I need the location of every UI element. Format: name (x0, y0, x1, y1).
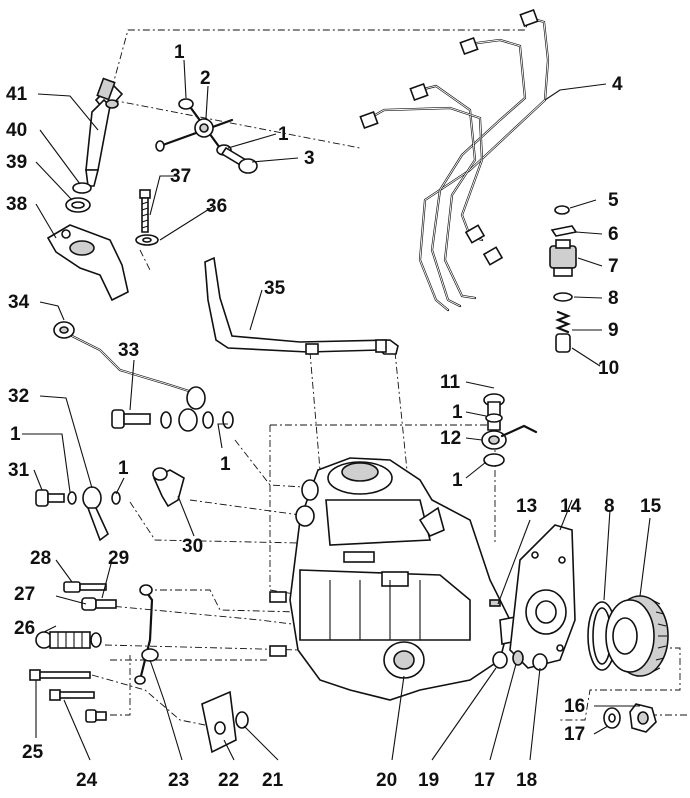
key-13 (489, 599, 501, 607)
callout-numbers: 1 2 1 3 4 41 40 39 38 37 36 35 34 33 32 … (6, 42, 662, 791)
callout-38: 38 (6, 194, 27, 215)
leak-off-fitting-2 (155, 102, 234, 152)
screw-26 (35, 631, 102, 649)
nut-18 (532, 653, 548, 671)
callout-29: 29 (108, 548, 129, 569)
fuel-return-line-34 (53, 321, 206, 410)
callout-41: 41 (6, 84, 28, 105)
callout-1: 1 (452, 470, 463, 491)
callout-1: 1 (452, 402, 463, 423)
callout-27: 27 (14, 584, 35, 605)
hollow-bolt-3 (220, 146, 258, 174)
washer-21 (235, 711, 249, 729)
bolt-24-small (85, 709, 107, 723)
injection-pipe-set-4 (359, 8, 550, 312)
sealing-washer-40 (72, 182, 92, 194)
callout-34: 34 (8, 292, 30, 313)
callout-6: 6 (608, 224, 619, 245)
callout-1: 1 (10, 424, 21, 445)
callout-12: 12 (440, 428, 461, 449)
callout-19: 19 (418, 770, 439, 791)
callout-1: 1 (118, 458, 129, 479)
callout-24: 24 (76, 770, 98, 791)
washer-36 (135, 234, 159, 246)
callout-8: 8 (604, 496, 615, 517)
callout-15: 15 (640, 496, 662, 517)
callout-28: 28 (30, 548, 51, 569)
callout-22: 22 (218, 770, 239, 791)
spring-9 (555, 310, 571, 334)
o-ring-8-upper (553, 292, 573, 302)
hose-fitting-32 (82, 486, 121, 542)
bracket-35 (204, 256, 399, 355)
callout-1: 1 (220, 454, 231, 475)
callout-36: 36 (206, 196, 227, 217)
callout-30: 30 (182, 536, 203, 557)
callout-31: 31 (8, 460, 30, 481)
plunger-10 (555, 333, 571, 353)
callout-23: 23 (168, 770, 189, 791)
callout-39: 39 (6, 152, 27, 173)
nut-5 (554, 205, 570, 215)
callout-17: 17 (564, 724, 585, 745)
injection-pump-20 (269, 457, 523, 701)
pump-flange-14 (509, 524, 576, 669)
callout-13: 13 (516, 496, 537, 517)
callout-4: 4 (612, 74, 623, 95)
solenoid-valve-7 (549, 239, 577, 277)
callout-3: 3 (304, 148, 315, 169)
callout-10: 10 (598, 358, 619, 379)
callout-1: 1 (278, 124, 289, 145)
bolt-28 (63, 581, 107, 593)
callout-8: 8 (608, 288, 619, 309)
callout-40: 40 (6, 120, 27, 141)
washer-17 (512, 650, 524, 666)
bolt-31 (35, 489, 77, 507)
callout-9: 9 (608, 320, 619, 341)
washer-6 (550, 225, 578, 237)
callout-11: 11 (440, 372, 461, 393)
banjo-bolt-33 (111, 409, 151, 429)
bracket-22 (201, 690, 237, 754)
callout-14: 14 (560, 496, 582, 517)
callout-26: 26 (14, 618, 35, 639)
callout-16: 16 (564, 696, 585, 717)
callout-35: 35 (264, 278, 286, 299)
nut-16 (629, 703, 657, 733)
callout-21: 21 (262, 770, 284, 791)
callout-33: 33 (118, 340, 139, 361)
callout-18: 18 (516, 770, 537, 791)
callout-32: 32 (8, 386, 29, 407)
bolt-25 (29, 669, 91, 681)
injector-nozzle (85, 77, 124, 187)
callout-2: 2 (200, 68, 211, 89)
adjusting-link-23 (134, 584, 159, 685)
washer-17-lower (603, 707, 621, 729)
fitting-29 (81, 597, 117, 611)
callout-17: 17 (474, 770, 495, 791)
washer-1-stack-top (485, 413, 503, 423)
callout-leader-lines (22, 59, 651, 761)
washer-1-top (178, 98, 194, 110)
bolt-24 (49, 689, 95, 701)
sealing-washers-33 (160, 408, 234, 432)
nut-19 (492, 651, 508, 669)
clamp-bracket-38 (46, 224, 129, 302)
callout-20: 20 (376, 770, 397, 791)
heat-shield-washer-39 (65, 197, 91, 213)
callout-1: 1 (174, 42, 185, 63)
washer-1-stack-bottom (483, 453, 505, 467)
bolt-37 (139, 189, 151, 233)
callout-5: 5 (608, 190, 619, 211)
callout-7: 7 (608, 256, 619, 277)
callout-37: 37 (170, 166, 191, 187)
connector-30 (152, 467, 185, 508)
drive-gear-15 (605, 595, 669, 677)
callout-25: 25 (22, 742, 44, 763)
